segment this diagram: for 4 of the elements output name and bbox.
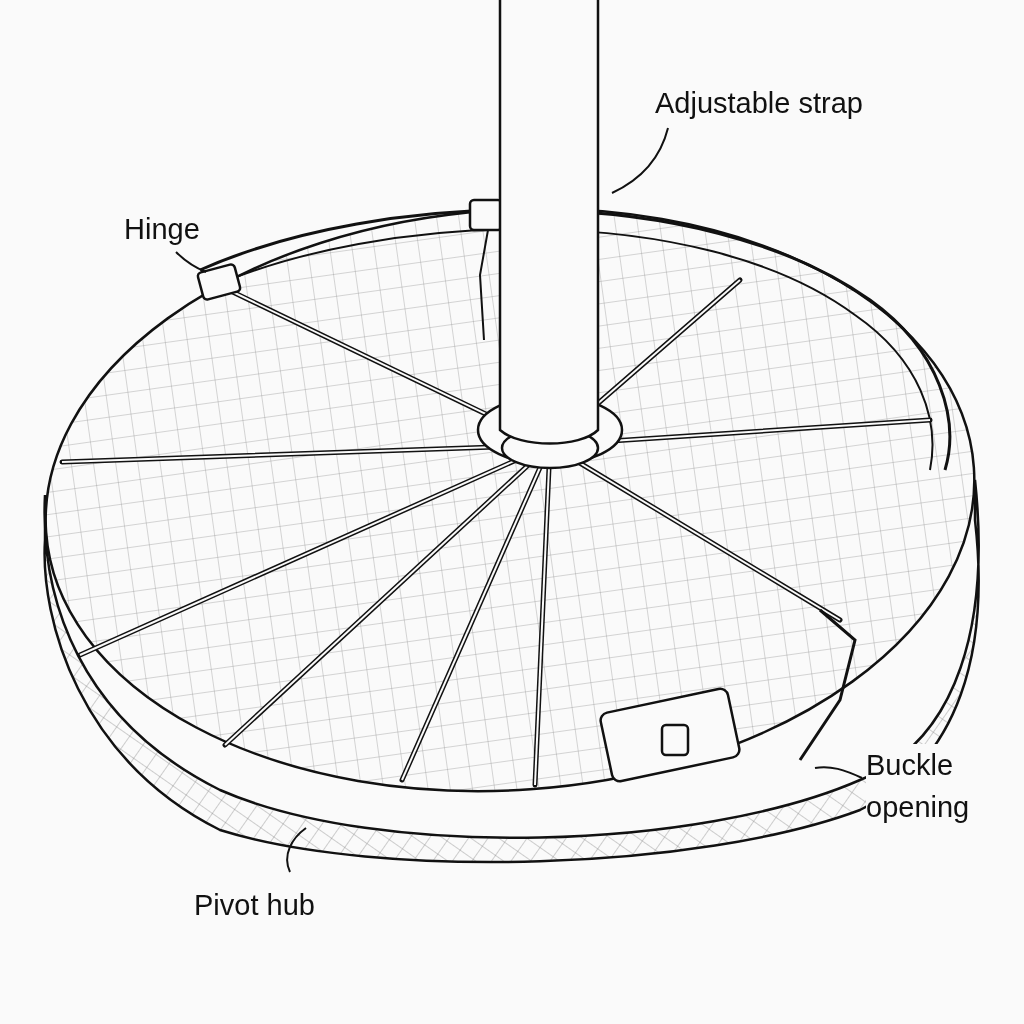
leader-line bbox=[175, 251, 207, 273]
leader-line bbox=[611, 127, 669, 194]
leader-line bbox=[814, 766, 863, 779]
leader-line bbox=[286, 827, 307, 873]
